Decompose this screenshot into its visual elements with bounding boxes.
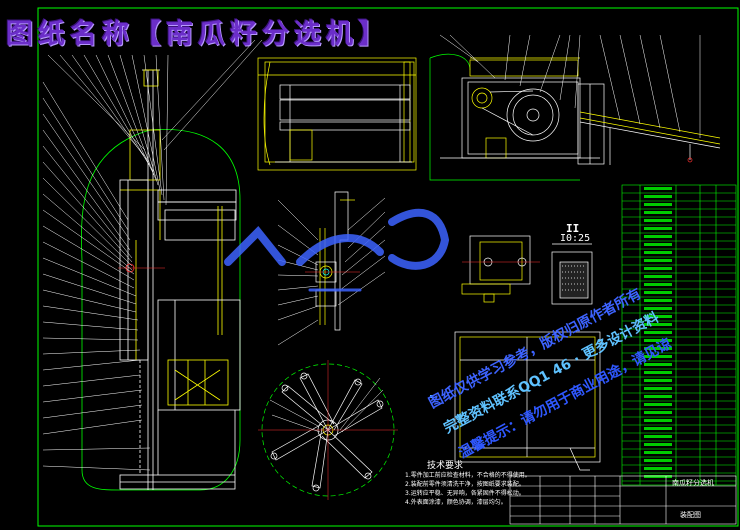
bom-row-text-mark [644, 283, 672, 286]
middle-leaders [277, 197, 386, 346]
bom-row-text-mark [644, 235, 672, 238]
bom-row-text-mark [644, 363, 672, 366]
bom-row-text-mark [644, 371, 672, 374]
section-mark-label: II [566, 222, 580, 235]
bom-row-text-mark [644, 387, 672, 390]
title-block-drawing-name: 南瓜籽分选机 [672, 479, 714, 487]
tech-note: 3.运转应平稳、无异响，各紧固件不得松动。 [405, 490, 525, 497]
tech-requirements-title: 技术要求 [427, 461, 464, 471]
left-view-leaders [42, 39, 263, 471]
bom-row-text-mark [644, 459, 672, 462]
top-right-leaders [439, 34, 701, 138]
bom-row-text-mark [644, 275, 672, 278]
part-detail [461, 235, 540, 303]
watermark-diagonal [430, 395, 433, 398]
bom-row-text-mark [644, 307, 672, 310]
title-block [509, 475, 737, 525]
bom-row-text-mark [644, 427, 672, 430]
elevation-outline-curve [81, 128, 241, 491]
bom-row-text-mark [644, 355, 672, 358]
bom-row-text-mark [644, 243, 672, 246]
bom-row-text-mark [644, 443, 672, 446]
tech-note: 2.装配前零件须清洗干净，按图纸要求装配。 [405, 481, 525, 488]
rotor-leaders [269, 377, 384, 433]
bom-row-text-mark [644, 267, 672, 270]
side-view [257, 57, 417, 171]
bom-row-text-mark [644, 379, 672, 382]
drawing-frame [37, 7, 739, 527]
tech-note: 1.零件加工前应检查材料，不合格的不得使用。 [405, 472, 531, 479]
bom-row-text-mark [644, 251, 672, 254]
bom-row-text-mark [644, 435, 672, 438]
bom-row-text-mark [644, 259, 672, 262]
bom-row-text-mark [644, 419, 672, 422]
rotor-wheel-view [258, 360, 398, 500]
bom-row-text-mark [644, 451, 672, 454]
bom-row-text-mark [644, 323, 672, 326]
bom-row-text-mark [644, 347, 672, 350]
watermark-logo [224, 208, 450, 292]
bom-row-text-mark [644, 475, 672, 478]
bom-table-rows [622, 187, 736, 482]
bom-row-text-mark [644, 195, 672, 198]
bom-row-text-mark [644, 315, 672, 318]
lower-frame-view [454, 331, 601, 471]
bom-row-text-mark [644, 411, 672, 414]
bom-row-text-mark [644, 187, 672, 190]
bom-table [621, 184, 737, 486]
bom-row-text-mark [644, 291, 672, 294]
bracket-detail [305, 191, 360, 331]
bom-row-text-mark [644, 227, 672, 230]
tech-note: 4.外表面涂漆，颜色协调，漆层均匀。 [405, 499, 507, 506]
right-elevation-view [429, 53, 721, 181]
bom-row-text-mark [644, 339, 672, 342]
title-block-school: 装配图 [680, 511, 701, 519]
bom-row-text-mark [644, 467, 672, 470]
bom-row-text-mark [644, 219, 672, 222]
bom-row-text-mark [644, 203, 672, 206]
bom-row-text-mark [644, 211, 672, 214]
drawing-title: 图纸名称【南瓜籽分选机】 [6, 18, 390, 50]
front-elevation-view [81, 69, 241, 491]
bom-row-text-mark [644, 331, 672, 334]
bom-row-text-mark [644, 403, 672, 406]
bom-row-text-mark [644, 299, 672, 302]
section-view-ii [551, 243, 593, 305]
bom-row-text-mark [644, 395, 672, 398]
section-scale-label: I0:25 [560, 233, 591, 244]
